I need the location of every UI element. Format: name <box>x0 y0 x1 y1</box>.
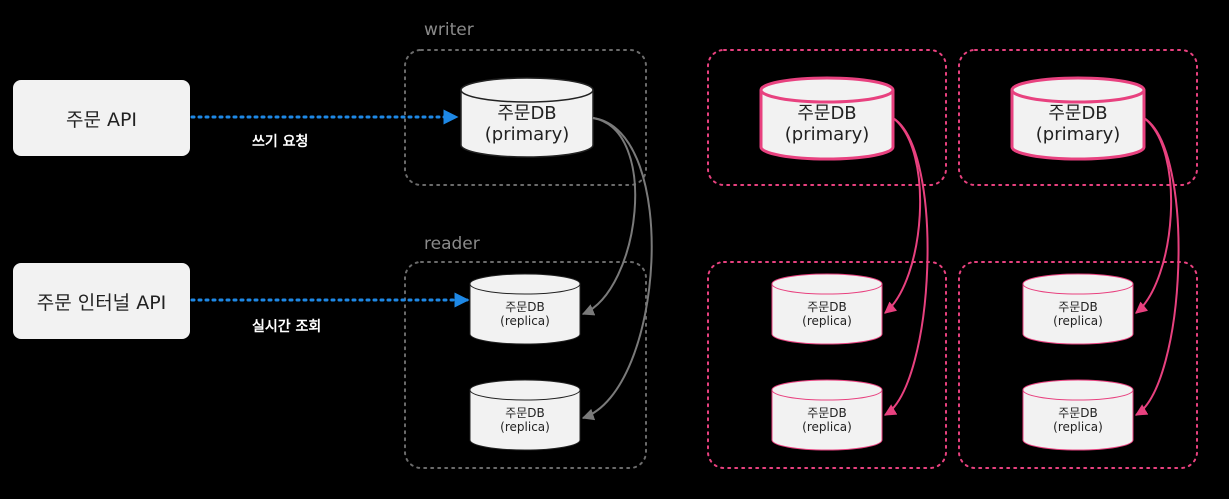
primary-db-1 <box>460 77 594 158</box>
reader-group-label: reader <box>424 234 480 254</box>
order-api-box: 주문 API <box>13 80 190 156</box>
replica-db-3a <box>1022 273 1134 345</box>
reader-group <box>404 261 647 469</box>
database-icon <box>460 90 594 158</box>
replica-db-1b <box>469 379 581 451</box>
database-icon <box>1022 284 1134 345</box>
realtime-query-label: 실시간 조회 <box>252 319 322 335</box>
write-request-label: 쓰기 요청 <box>252 134 309 150</box>
replica-db-3b <box>1022 379 1134 451</box>
writer-group-label: writer <box>424 20 474 40</box>
replica-db-2a <box>771 273 883 345</box>
order-api-label: 주문 API <box>65 108 138 131</box>
database-icon <box>771 390 883 451</box>
database-icon <box>469 284 581 345</box>
shard-3-writer-group <box>958 49 1198 186</box>
replication-arrow-1a <box>581 117 637 316</box>
shard-2-writer-group <box>707 49 947 186</box>
database-icon <box>1022 390 1134 451</box>
shard-2-reader-group <box>707 261 947 469</box>
replication-arrow-3b <box>1134 117 1180 416</box>
database-icon <box>469 390 581 451</box>
primary-db-3 <box>1010 76 1146 161</box>
replica-db-1a <box>469 273 581 345</box>
replication-arrow-2b <box>883 117 929 416</box>
writer-group <box>404 49 647 186</box>
database-icon <box>771 284 883 345</box>
shard-3-reader-group <box>958 261 1198 469</box>
order-internal-api-label: 주문 인터널 API <box>36 291 167 314</box>
order-internal-api-box: 주문 인터널 API <box>13 263 190 339</box>
database-icon <box>759 90 895 161</box>
primary-db-2 <box>759 76 895 161</box>
database-icon <box>1010 90 1146 161</box>
replica-db-2b <box>771 379 883 451</box>
replication-arrow-1b <box>581 117 653 421</box>
